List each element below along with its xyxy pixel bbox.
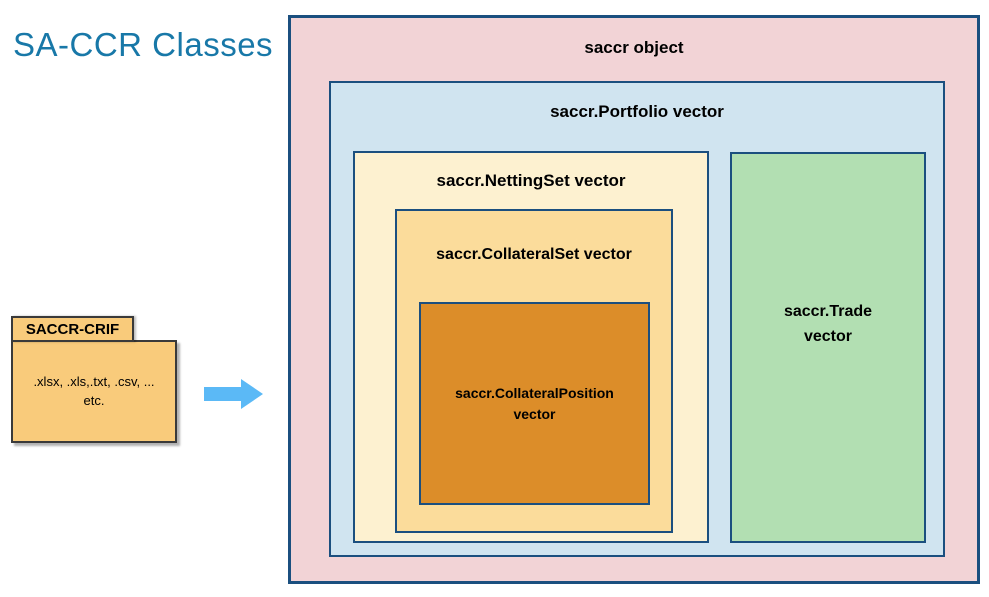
trade-vector-label: saccr.Trade vector xyxy=(732,154,924,350)
collateral-position-vector-label-line1: saccr.CollateralPosition xyxy=(455,384,614,401)
collateral-position-vector-box: saccr.CollateralPosition vector xyxy=(419,302,650,505)
crif-file-formats-line1: .xlsx, .xls,.txt, .csv, ... xyxy=(33,373,155,389)
trade-vector-label-line2: vector xyxy=(803,327,853,345)
portfolio-vector-box: saccr.Portfolio vector saccr.NettingSet … xyxy=(329,81,945,557)
trade-vector-label-line1: saccr.Trade xyxy=(783,303,873,320)
right-arrow-shape xyxy=(204,379,263,409)
collateral-set-vector-box: saccr.CollateralSet vector saccr.Collate… xyxy=(395,209,673,533)
portfolio-vector-label: saccr.Portfolio vector xyxy=(550,102,724,121)
collateral-position-vector-label-line2: vector xyxy=(513,405,556,422)
netting-set-vector-box: saccr.NettingSet vector saccr.Collateral… xyxy=(353,151,709,543)
saccr-object-box: saccr object saccr.Portfolio vector sacc… xyxy=(288,15,980,584)
page-title: SA-CCR Classes xyxy=(13,26,274,63)
crif-file-formats-line2: etc. xyxy=(83,392,105,408)
saccr-object-label: saccr object xyxy=(584,38,684,57)
crif-folder-tab: SACCR-CRIF xyxy=(11,316,134,342)
trade-vector-box: saccr.Trade vector xyxy=(730,152,926,543)
right-arrow-icon xyxy=(204,379,263,409)
netting-set-vector-label: saccr.NettingSet vector xyxy=(436,171,626,190)
collateral-set-vector-label: saccr.CollateralSet vector xyxy=(436,246,632,263)
crif-folder-body: .xlsx, .xls,.txt, .csv, ... etc. xyxy=(11,340,177,443)
